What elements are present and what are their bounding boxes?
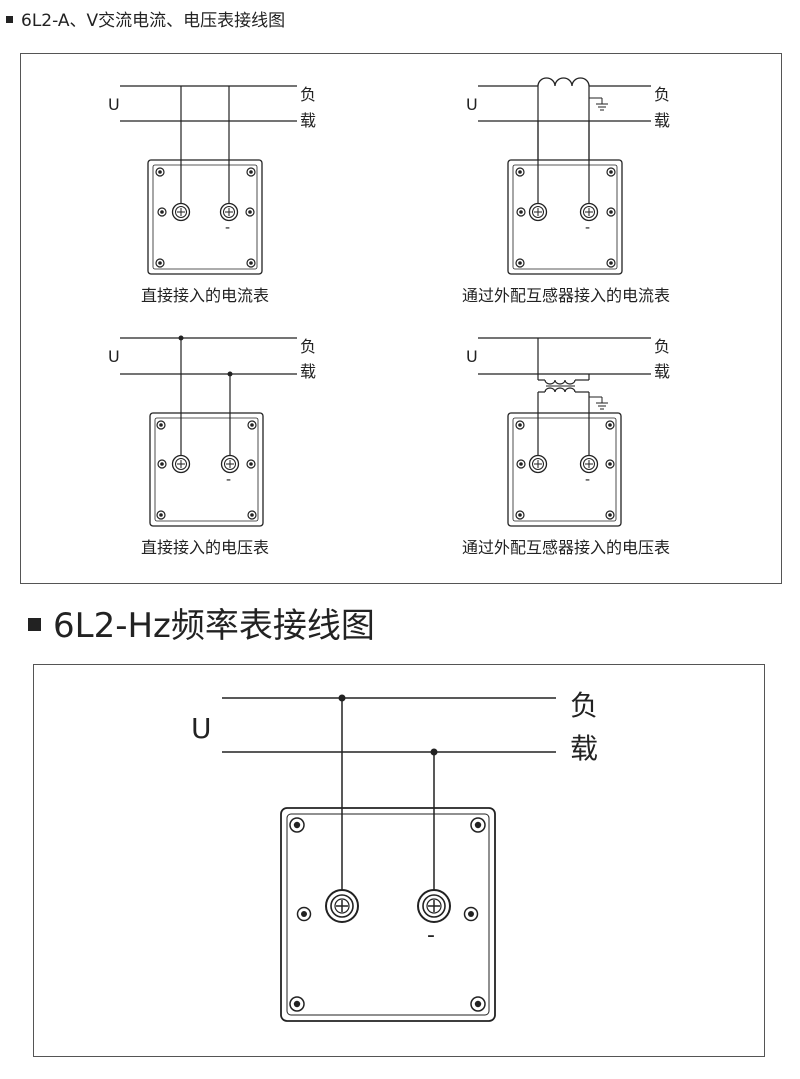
terminal-minus-sign: - — [226, 472, 231, 488]
transformer-primary-coil-icon — [544, 379, 576, 385]
transformer-secondary-coil-icon — [544, 387, 576, 393]
terminal-minus-sign: - — [427, 923, 435, 948]
screw-icon — [245, 207, 255, 217]
u-label: U — [466, 95, 478, 114]
load-label-bottom: 载 — [570, 732, 598, 765]
bullet-square-icon — [28, 618, 41, 631]
screw-icon — [470, 817, 486, 833]
screw-icon — [606, 258, 616, 268]
diagram-caption: 直接接入的电流表 — [141, 286, 269, 305]
load-label-top: 负 — [570, 689, 598, 722]
screw-icon — [289, 996, 305, 1012]
screw-icon — [515, 167, 525, 177]
terminal-icon — [171, 454, 191, 474]
u-label: U — [466, 347, 478, 366]
ground-icon — [595, 97, 609, 111]
section2-frame — [33, 664, 765, 1057]
bullet-square-icon — [6, 16, 13, 23]
screw-icon — [246, 167, 256, 177]
terminal-icon — [528, 454, 548, 474]
terminal-icon — [219, 202, 239, 222]
diagram-voltage-transformer: U 负 载 - 通过外配互感器接入的电压表 — [462, 337, 670, 557]
screw-icon — [156, 510, 166, 520]
load-label-top: 负 — [654, 337, 670, 356]
load-label-bottom: 载 — [654, 362, 670, 381]
ground-icon — [595, 396, 609, 410]
screw-icon — [606, 207, 616, 217]
screw-icon — [605, 420, 615, 430]
screw-icon — [156, 420, 166, 430]
screw-icon — [515, 258, 525, 268]
meter-body — [149, 412, 264, 527]
section1-title: 6L2-A、V交流电流、电压表接线图 — [6, 10, 285, 32]
screw-icon — [463, 906, 479, 922]
meter-inner — [286, 813, 490, 1016]
load-label-top: 负 — [300, 337, 316, 356]
diagram-caption: 直接接入的电压表 — [141, 538, 269, 557]
section1-title-text: 6L2-A、V交流电流、电压表接线图 — [21, 11, 286, 31]
screw-icon — [155, 258, 165, 268]
screw-icon — [470, 996, 486, 1012]
diagram-caption: 通过外配互感器接入的电压表 — [462, 538, 670, 557]
terminal-icon — [171, 202, 191, 222]
screw-icon — [246, 258, 256, 268]
diagram-voltage-direct: U 负 载 - 直接接入的电压表 — [108, 335, 316, 557]
diagram-frequency-meter: U 负 载 - — [191, 689, 598, 1022]
terminal-icon — [325, 889, 359, 923]
section2-title: 6L2-Hz频率表接线图 — [28, 604, 375, 648]
terminal-icon — [417, 889, 451, 923]
meter-body — [280, 807, 496, 1022]
screw-icon — [605, 510, 615, 520]
screw-icon — [289, 817, 305, 833]
terminal-minus-sign: - — [585, 220, 590, 236]
load-label-bottom: 载 — [300, 362, 316, 381]
section2-title-text: 6L2-Hz频率表接线图 — [53, 606, 375, 646]
u-label: U — [108, 95, 120, 114]
meter-inner — [512, 417, 617, 522]
transformer-coil-icon — [537, 77, 590, 87]
screw-icon — [516, 207, 526, 217]
load-label-top: 负 — [300, 85, 316, 104]
screw-icon — [247, 420, 257, 430]
screw-icon — [157, 207, 167, 217]
load-label-bottom: 载 — [654, 111, 670, 130]
screw-icon — [606, 167, 616, 177]
meter-body — [507, 412, 622, 527]
diagram-current-transformer: U 负 载 - 通过外配互感器接入的电流表 — [462, 77, 670, 305]
terminal-minus-sign: - — [585, 472, 590, 488]
meter-inner — [512, 164, 618, 270]
meter-inner — [152, 164, 258, 270]
u-label: U — [108, 347, 120, 366]
diagram-current-direct: U 负 载 - 直接接入的电流表 — [108, 85, 316, 305]
load-label-top: 负 — [654, 85, 670, 104]
terminal-icon — [579, 454, 599, 474]
terminal-minus-sign: - — [225, 220, 230, 236]
screw-icon — [516, 459, 526, 469]
meter-body — [507, 159, 623, 275]
section1-frame — [20, 53, 782, 584]
terminal-icon — [579, 202, 599, 222]
screw-icon — [246, 459, 256, 469]
load-label-bottom: 载 — [300, 111, 316, 130]
screw-icon — [296, 906, 312, 922]
meter-inner — [154, 417, 259, 522]
screw-icon — [515, 420, 525, 430]
screw-icon — [155, 167, 165, 177]
terminal-icon — [528, 202, 548, 222]
screw-icon — [157, 459, 167, 469]
screw-icon — [515, 510, 525, 520]
u-label: U — [191, 712, 212, 745]
screw-icon — [247, 510, 257, 520]
meter-body — [147, 159, 263, 275]
screw-icon — [605, 459, 615, 469]
diagram-caption: 通过外配互感器接入的电流表 — [462, 286, 670, 305]
terminal-icon — [220, 454, 240, 474]
